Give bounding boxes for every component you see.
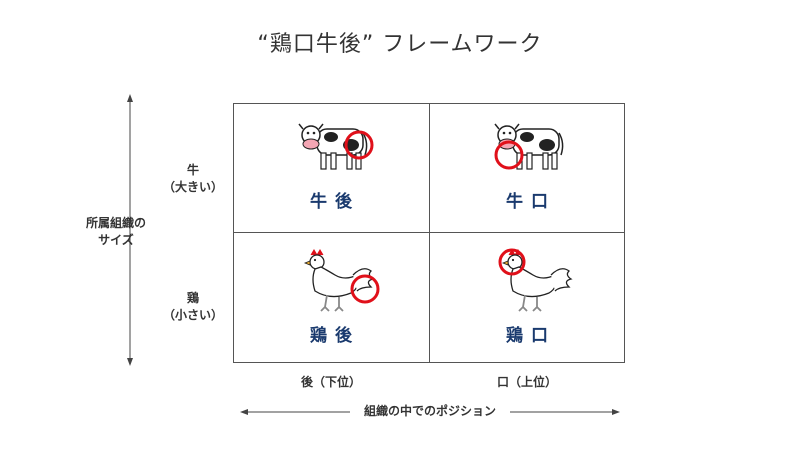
highlight-circle-head (498, 248, 526, 276)
grid-vertical-divider (429, 103, 430, 363)
row-label-cow-line1: 牛 (186, 163, 199, 177)
cell-chicken-head: 鶏口 (429, 233, 625, 363)
row-label-cow: 牛 （大きい） (158, 162, 228, 196)
column-label-head: 口（上位） (496, 375, 557, 389)
y-axis-label-line1: 所属組織の (85, 216, 146, 230)
row-label-chicken-line1: 鶏 (186, 291, 199, 305)
y-axis-label: 所属組織の サイズ (66, 215, 166, 249)
highlight-circle-tail (344, 130, 374, 160)
cell-label-cow-head: 牛口 (506, 192, 556, 212)
chicken-icon (303, 249, 375, 312)
grid-horizontal-divider (233, 232, 625, 233)
cell-cow-head: 牛口 (429, 103, 625, 233)
highlight-circle-head (494, 140, 524, 170)
cell-label-cow-tail: 牛後 (310, 192, 360, 212)
x-axis-arrow-right (510, 409, 620, 415)
cell-label-chicken-head: 鶏口 (506, 326, 556, 346)
cell-label-chicken-tail: 鶏後 (310, 326, 360, 346)
y-axis-label-line2: サイズ (98, 233, 134, 247)
row-label-chicken: 鶏 （小さい） (158, 290, 228, 324)
highlight-circle-tail (350, 274, 380, 304)
x-axis-arrow-left (240, 409, 350, 415)
column-label-tail: 後（下位） (300, 375, 361, 389)
cell-cow-tail: 牛後 (233, 103, 429, 233)
x-axis-label: 組織の中でのポジション (363, 404, 496, 418)
chicken-icon (501, 249, 573, 312)
row-label-chicken-line2: （小さい） (162, 308, 223, 322)
cell-chicken-tail: 鶏後 (233, 233, 429, 363)
y-axis-arrow (127, 94, 133, 366)
cow-icon (494, 123, 564, 170)
row-label-cow-line2: （大きい） (162, 180, 223, 194)
diagram-title: “鶏口牛後” フレームワーク (257, 32, 543, 57)
